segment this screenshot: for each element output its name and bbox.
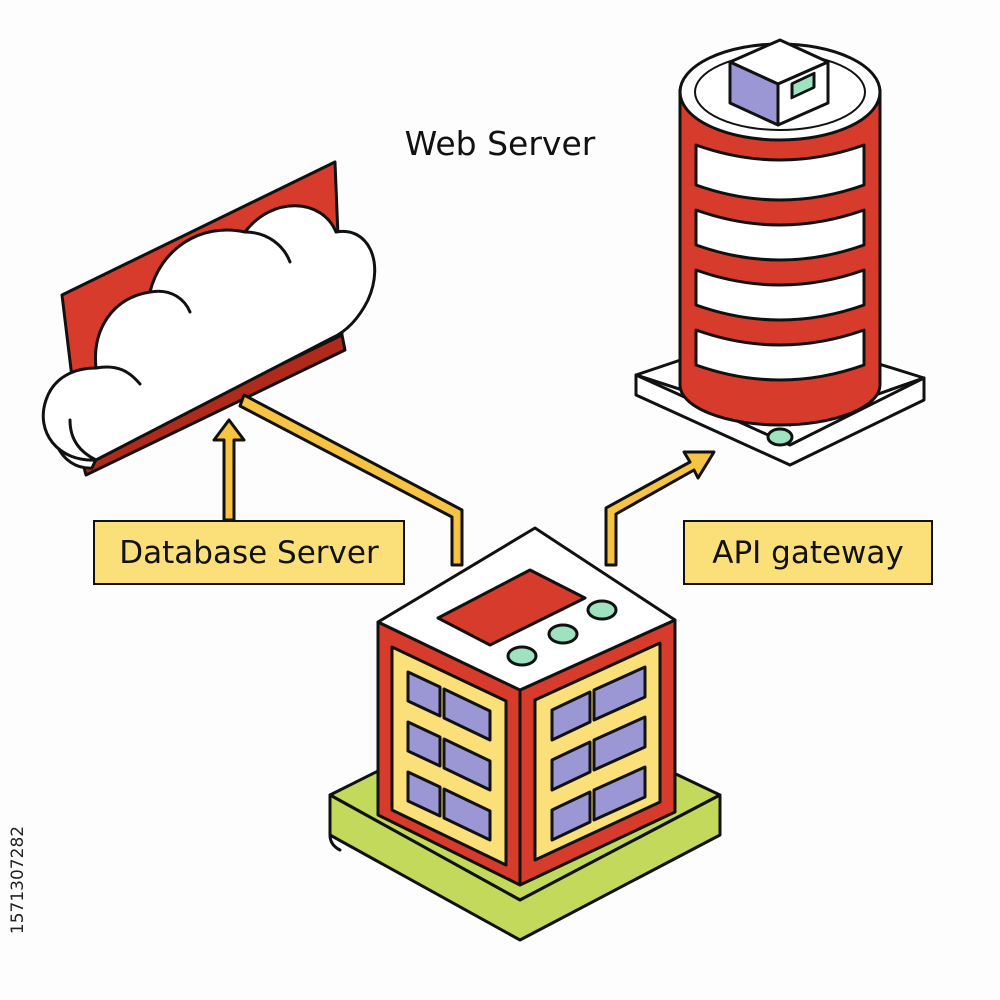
- cloud-icon: [41, 160, 377, 477]
- building-icon: [328, 526, 722, 942]
- stock-id-watermark: 1571307282: [4, 760, 32, 1000]
- web-server-icon: [634, 38, 926, 467]
- database-server-label: Database Server: [93, 520, 405, 585]
- api-gateway-label: API gateway: [683, 520, 933, 585]
- connector-arrows: [212, 393, 716, 567]
- web-server-label: Web Server: [404, 124, 596, 163]
- stock-id-text: 1571307282: [8, 825, 29, 935]
